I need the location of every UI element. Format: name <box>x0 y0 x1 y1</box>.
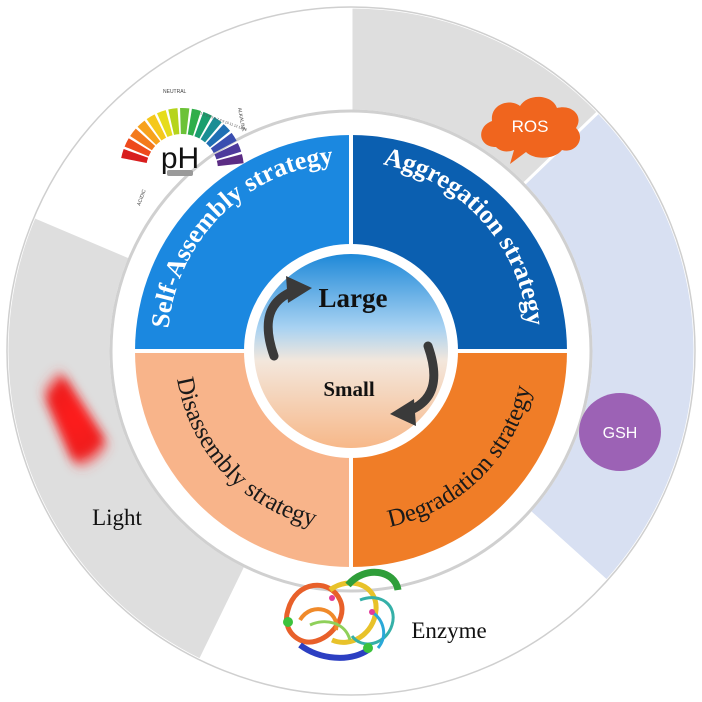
ph-alkaline-label: ALKALINE <box>236 107 246 132</box>
ph-scale-segment <box>216 154 244 167</box>
center-hub: Large Small <box>244 244 458 458</box>
ph-scale-segment <box>146 114 167 141</box>
center-label-small: Small <box>323 377 375 401</box>
ph-scale-segment <box>210 132 237 153</box>
enzyme-protein-icon <box>283 568 402 661</box>
ph-scale-segment <box>124 138 152 157</box>
ph-scale-segment <box>187 108 201 136</box>
ph-scale-bar <box>167 170 193 176</box>
ph-acidic-label: ACIDIC <box>136 188 148 206</box>
light-beam-icon <box>34 362 118 473</box>
outer-ring-border <box>6 6 696 696</box>
enzyme-stimulus: Enzyme <box>283 568 487 661</box>
enzyme-label: Enzyme <box>411 618 486 643</box>
light-stimulus: Light <box>34 362 143 530</box>
gsh-circle-icon <box>579 393 661 471</box>
gsh-label: GSH <box>603 425 638 442</box>
ros-stimulus: ROS <box>481 96 581 164</box>
center-disc <box>254 254 448 448</box>
cycle-arrow-down-head-icon <box>390 399 416 426</box>
ph-scale-segment <box>156 110 173 138</box>
ph-scale-icon <box>121 108 244 167</box>
ph-scale-segment <box>130 128 156 151</box>
ros-label: ROS <box>512 117 549 136</box>
gsh-stimulus: GSH <box>579 393 661 471</box>
ph-scale-segment <box>214 143 242 160</box>
ph-scale-segment <box>200 116 222 143</box>
ph-label: pH <box>161 142 199 175</box>
center-label-large: Large <box>319 283 388 313</box>
ph-scale-segment <box>121 148 149 164</box>
ros-cloud-icon <box>481 96 581 164</box>
cycle-arrow-up-head-icon <box>286 276 312 303</box>
ph-scale-segment <box>137 120 161 145</box>
ph-scale-segment <box>194 111 212 139</box>
light-label: Light <box>92 505 142 530</box>
ph-scale-segment <box>168 108 180 135</box>
ph-stimulus: pH NEUTRAL ACIDIC ALKALINE 1 2 3 4 5 6 7… <box>121 89 247 207</box>
ph-scale-segment <box>206 124 231 148</box>
ph-scale-segment <box>180 108 190 135</box>
ph-neutral-label: NEUTRAL <box>163 89 187 95</box>
